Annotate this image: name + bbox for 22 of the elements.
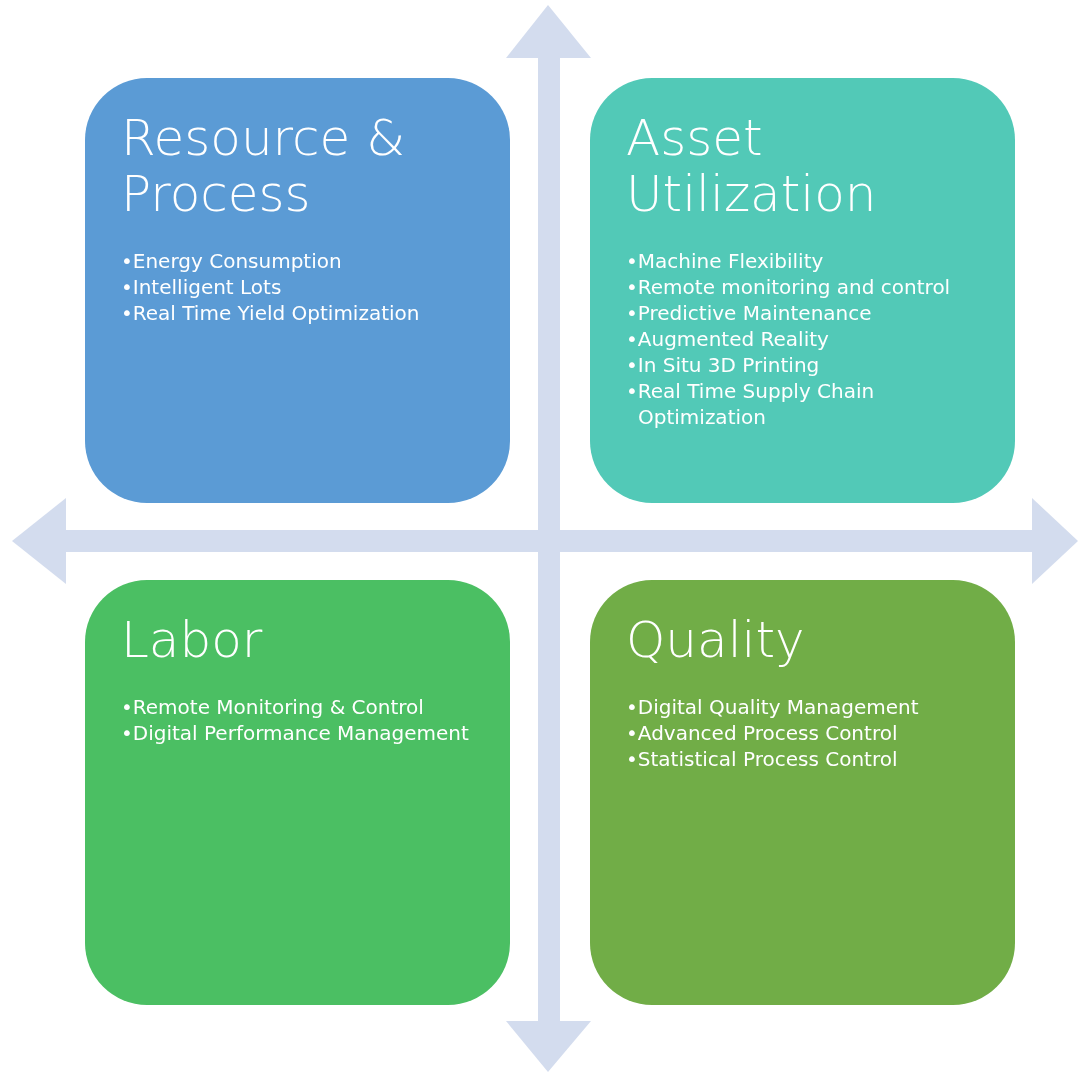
bullet-item: •In Situ 3D Printing bbox=[626, 352, 821, 378]
card-heading: Resource & Process bbox=[121, 110, 407, 222]
bullet-item: •Energy Consumption bbox=[121, 248, 343, 274]
bullet-item: •Advanced Process Control bbox=[626, 720, 899, 746]
quadrant-card bbox=[85, 580, 510, 1005]
bullet-item: •Machine Flexibility bbox=[626, 248, 825, 274]
quadrant-card bbox=[85, 78, 510, 503]
bullet-item: •Intelligent Lots bbox=[121, 274, 283, 300]
bullet-item: •Remote Monitoring & Control bbox=[121, 694, 425, 720]
card-heading: Asset Utilization bbox=[626, 110, 878, 222]
bullet-item: •Real Time Supply Chain Optimization bbox=[626, 378, 876, 430]
bullet-item: •Digital Quality Management bbox=[626, 694, 920, 720]
bullet-item: •Digital Performance Management bbox=[121, 720, 470, 746]
card-heading: Labor bbox=[121, 612, 264, 668]
bullet-item: •Statistical Process Control bbox=[626, 746, 899, 772]
bullet-item: •Remote monitoring and control bbox=[626, 274, 952, 300]
bullet-item: •Real Time Yield Optimization bbox=[121, 300, 421, 326]
quadrant-card bbox=[590, 580, 1015, 1005]
quadrant-card bbox=[590, 78, 1015, 503]
card-heading: Quality bbox=[626, 612, 806, 668]
bullet-item: •Augmented Reality bbox=[626, 326, 830, 352]
bullet-item: •Predictive Maintenance bbox=[626, 300, 873, 326]
